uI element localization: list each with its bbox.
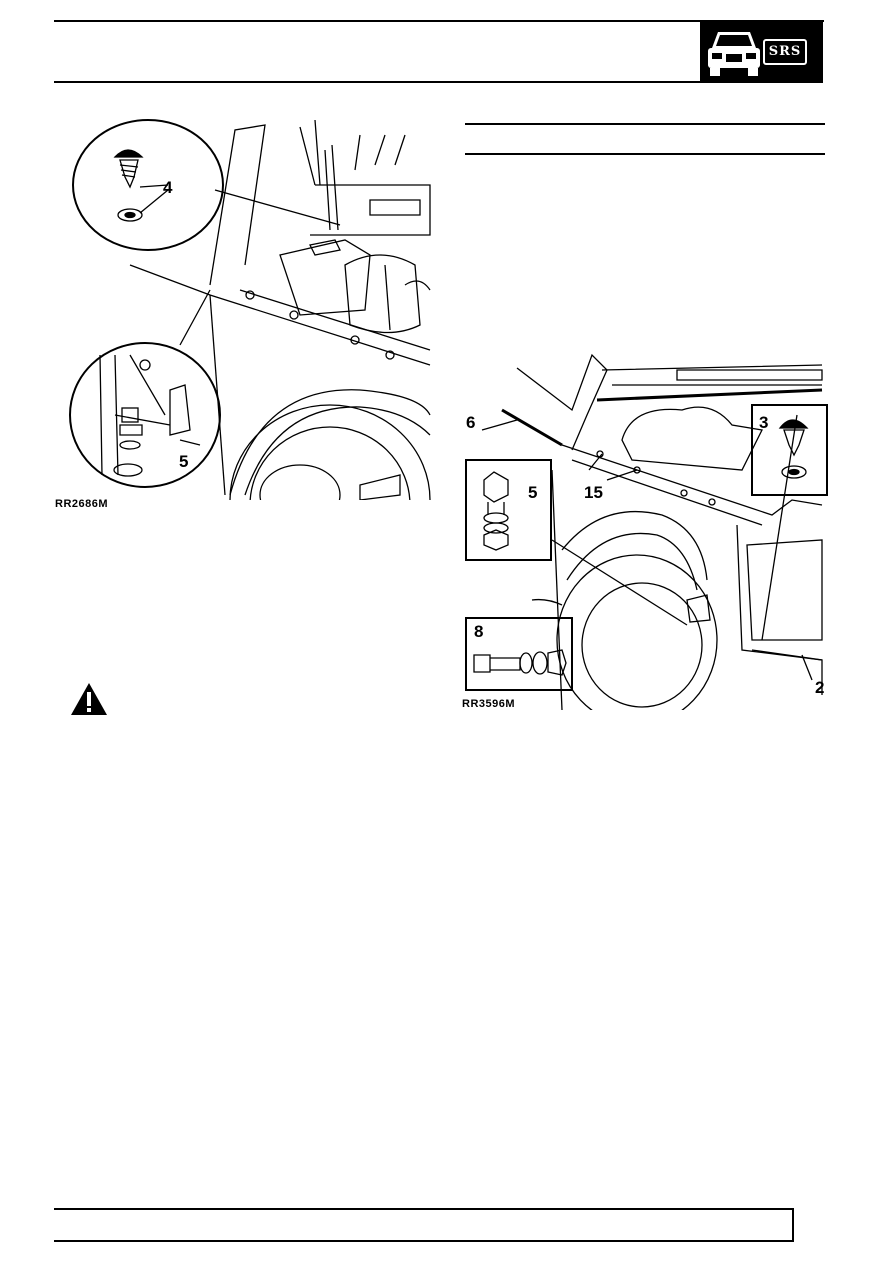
- right-section-rule-top: [465, 123, 825, 125]
- footer-bar: [54, 1208, 794, 1242]
- vehicle-front-icon: [708, 32, 760, 76]
- right-section-rule-bottom: [465, 153, 825, 155]
- callout-5-right: 5: [528, 483, 538, 502]
- figure-right-illustration: [465, 353, 828, 710]
- callout-8: 8: [474, 622, 484, 641]
- callout-2: 2: [815, 678, 825, 697]
- header-bottom-rule: [54, 81, 702, 83]
- callout-6: 6: [466, 413, 476, 432]
- header-top-rule: [54, 20, 824, 22]
- callout-15: 15: [584, 483, 603, 502]
- warning-triangle-icon: [71, 683, 107, 715]
- figure-right-caption: RR3596M: [462, 698, 516, 710]
- figure-left-illustration: [69, 119, 431, 500]
- callout-3: 3: [759, 413, 769, 432]
- figure-left-caption: RR2686M: [55, 498, 109, 510]
- callout-5-left: 5: [179, 452, 189, 471]
- callout-4-left: 4: [163, 178, 173, 197]
- srs-badge: SRS: [700, 20, 823, 83]
- srs-label: SRS: [763, 39, 807, 65]
